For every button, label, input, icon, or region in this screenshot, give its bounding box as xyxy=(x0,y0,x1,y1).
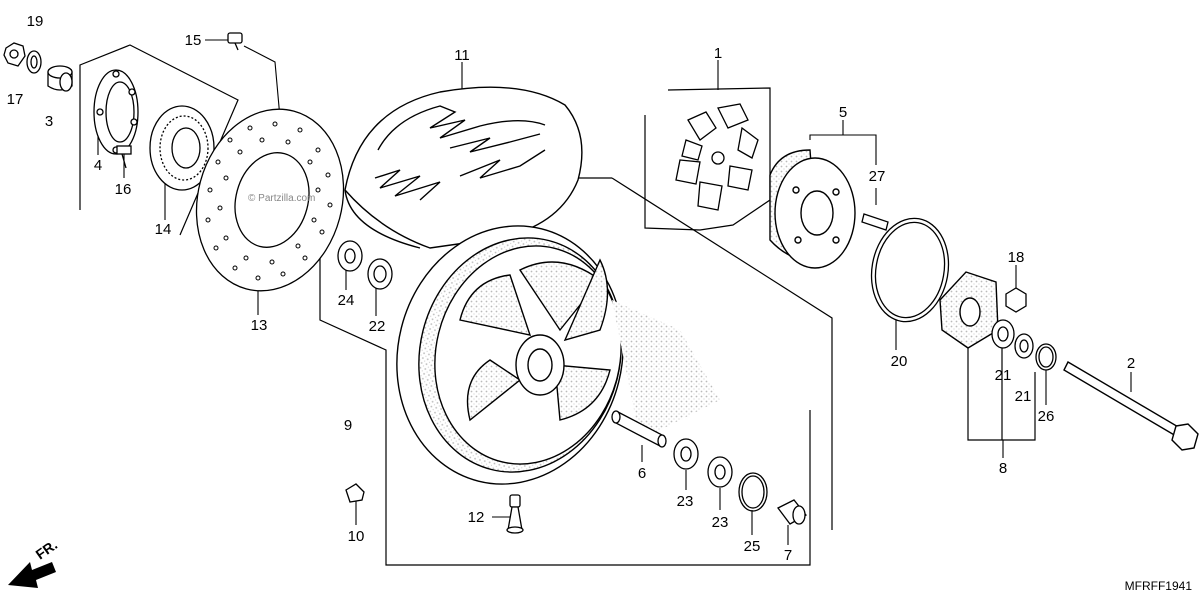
callout-17: 17 xyxy=(7,91,24,108)
callout-15: 15 xyxy=(185,32,202,49)
pulser-ring-14 xyxy=(149,105,215,191)
callout-8: 8 xyxy=(999,460,1007,477)
callout-4: 4 xyxy=(94,157,102,174)
callout-23: 23 xyxy=(677,493,694,510)
callout-22: 22 xyxy=(369,318,386,335)
bearing-21a xyxy=(991,319,1015,349)
callout-24: 24 xyxy=(338,292,355,309)
callout-21: 21 xyxy=(995,367,1012,384)
callout-18: 18 xyxy=(1008,249,1025,266)
tire-11 xyxy=(344,86,583,249)
callout-27: 27 xyxy=(869,168,886,185)
callout-20: 20 xyxy=(891,353,908,370)
washer-19 xyxy=(26,50,42,74)
callout-13: 13 xyxy=(251,317,268,334)
callout-26: 26 xyxy=(1038,408,1055,425)
axle-2 xyxy=(1063,361,1199,451)
front-direction-label: FR. xyxy=(33,536,61,562)
callout-labels: 1234567891011121314151617181920212122232… xyxy=(7,13,1136,564)
callout-10: 10 xyxy=(348,528,365,545)
callout-19: 19 xyxy=(27,13,44,30)
valve-12 xyxy=(506,494,524,534)
brake-disc-13 xyxy=(195,108,345,292)
bearing-21b xyxy=(1014,333,1034,359)
bolt-15 xyxy=(227,32,243,51)
callout-7: 7 xyxy=(784,547,792,564)
callout-16: 16 xyxy=(115,181,132,198)
spacer-6 xyxy=(611,410,667,448)
callout-3: 3 xyxy=(45,113,53,130)
bearing-24 xyxy=(337,240,363,272)
callout-9: 9 xyxy=(344,417,352,434)
callout-21: 21 xyxy=(1015,388,1032,405)
callout-2: 2 xyxy=(1127,355,1135,372)
diagram-code: MFRFF1941 xyxy=(1125,579,1193,593)
callout-23: 23 xyxy=(712,514,729,531)
seal-22 xyxy=(367,258,393,290)
front-direction-arrow xyxy=(8,562,56,588)
damper-set-1 xyxy=(675,103,759,211)
bearing-23a xyxy=(673,438,699,470)
watermark: © Partzilla.com xyxy=(248,193,315,204)
driven-flange xyxy=(939,271,999,349)
collar-3 xyxy=(47,65,73,92)
nut-18 xyxy=(1005,287,1027,313)
sensor-ring-4 xyxy=(93,69,139,155)
snap-ring-20 xyxy=(870,217,950,323)
callout-14: 14 xyxy=(155,221,172,238)
nut-17 xyxy=(3,42,26,67)
bolt-16 xyxy=(116,145,132,169)
collar-7 xyxy=(777,499,807,525)
stud-27 xyxy=(861,213,889,231)
callout-6: 6 xyxy=(638,465,646,482)
bearing-23b xyxy=(707,456,733,488)
circlip-25 xyxy=(738,472,768,512)
callout-12: 12 xyxy=(468,509,485,526)
sprocket-hub-5 xyxy=(769,149,856,269)
wheel-9 xyxy=(396,225,720,485)
callout-1: 1 xyxy=(714,45,722,62)
callout-11: 11 xyxy=(454,47,470,64)
valve-cap-10 xyxy=(345,483,365,503)
seal-26 xyxy=(1035,343,1057,371)
callout-25: 25 xyxy=(744,538,761,555)
callout-5: 5 xyxy=(839,104,847,121)
